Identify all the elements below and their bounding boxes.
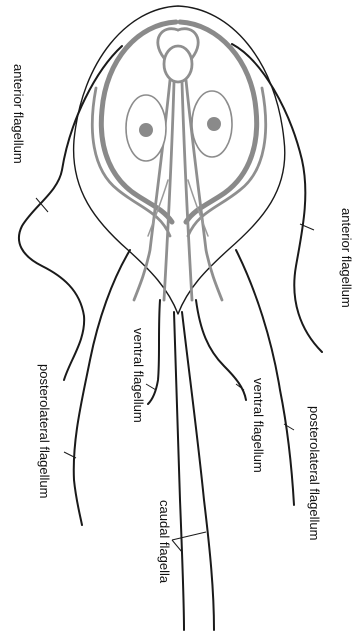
anterior-flagellum-left — [19, 46, 122, 380]
anterior-flagellum-right — [232, 44, 322, 352]
label-ventral-flagellum-left: ventral flagellum — [131, 328, 146, 423]
label-ventral-flagellum-right: ventral flagellum — [251, 378, 266, 473]
leader-ventral-left — [146, 384, 156, 390]
caudal-flagellum-right — [182, 312, 214, 630]
posterolateral-flagellum-left — [74, 250, 130, 525]
label-anterior-flagellum-right: anterior flagellum — [339, 208, 354, 308]
leader-caudal-1 — [172, 540, 182, 552]
leader-caudal-2 — [172, 532, 206, 540]
nucleolus-left — [139, 123, 153, 137]
label-posterolateral-flagellum-left: posterolateral flagellum — [37, 364, 52, 498]
caudal-flagellum-left — [174, 312, 184, 630]
label-posterolateral-flagellum-right: posterolateral flagellum — [307, 406, 322, 540]
ventral-flagellum-right — [196, 300, 246, 400]
basal-body-knot — [164, 46, 192, 82]
label-caudal-flagella: caudal flagella — [157, 500, 172, 584]
label-anterior-flagellum-left: anterior flagellum — [11, 64, 26, 164]
nucleolus-right — [207, 117, 221, 131]
